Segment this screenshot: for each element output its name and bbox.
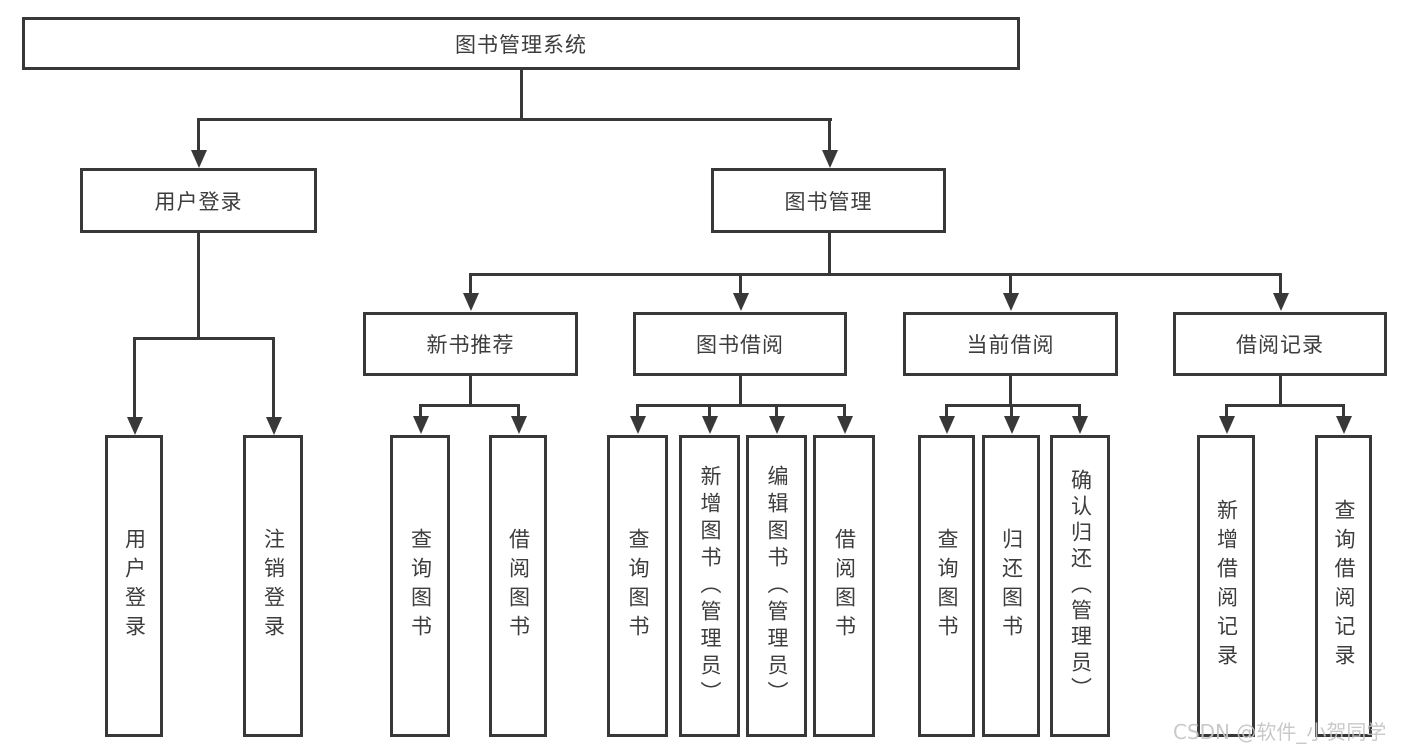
connector-login-bus xyxy=(133,337,275,340)
connector-current-bus xyxy=(945,404,1081,407)
arrow-to-leaf-borrow-borrow xyxy=(836,404,853,434)
leaf-query-books-current: 查询图书 xyxy=(918,435,975,737)
connector-root-bus xyxy=(197,118,832,121)
arrow-to-leaf-add-book xyxy=(701,404,718,434)
leaf-return-book: 归还图书 xyxy=(982,435,1040,737)
connector-newbook-bus xyxy=(419,404,520,407)
connector-records-bus xyxy=(1225,404,1344,407)
arrow-to-current-borrow xyxy=(1002,273,1019,311)
arrow-to-book-management xyxy=(821,118,838,168)
arrow-to-leaf-logout xyxy=(265,337,282,435)
leaf-logout: 注销登录 xyxy=(243,435,303,737)
leaf-edit-book-admin: 编辑图书（管理员） xyxy=(746,435,807,737)
csdn-watermark: CSDN @软件_小贺同学 xyxy=(1173,720,1387,744)
connector-mgmt-bus xyxy=(469,273,1282,276)
connector-root-stem xyxy=(520,69,523,120)
leaf-query-books-borrow: 查询图书 xyxy=(607,435,668,737)
arrow-to-leaf-add-record xyxy=(1218,404,1235,434)
arrow-to-leaf-confirm-return xyxy=(1071,404,1088,434)
connector-current-stem xyxy=(1009,376,1012,407)
leaf-borrow-books-borrow: 借阅图书 xyxy=(813,435,875,737)
node-book-management: 图书管理 xyxy=(711,168,946,233)
leaf-add-book-admin: 新增图书（管理员） xyxy=(679,435,740,737)
leaf-confirm-return-admin: 确认归还（管理员） xyxy=(1050,435,1110,737)
arrow-to-leaf-query-record xyxy=(1335,404,1352,434)
connector-borrow-bus xyxy=(636,404,845,407)
leaf-query-books-newbook: 查询图书 xyxy=(390,435,450,737)
node-current-borrow: 当前借阅 xyxy=(903,312,1118,376)
node-borrow-records: 借阅记录 xyxy=(1173,312,1387,376)
arrow-to-user-login xyxy=(190,118,207,168)
connector-newbook-stem xyxy=(469,376,472,407)
connector-login-stem xyxy=(197,233,200,340)
arrow-to-new-book-recommend xyxy=(462,273,479,311)
leaf-borrow-books-newbook: 借阅图书 xyxy=(489,435,547,737)
arrow-to-leaf-user-login xyxy=(126,337,143,435)
arrow-to-leaf-query-borrow xyxy=(629,404,646,434)
arrow-to-leaf-edit-book xyxy=(768,404,785,434)
arrow-to-leaf-borrow-newbook xyxy=(510,404,527,434)
connector-records-stem xyxy=(1279,376,1282,407)
node-new-book-recommend: 新书推荐 xyxy=(363,312,578,376)
leaf-user-login: 用户登录 xyxy=(105,435,163,737)
arrow-to-borrow-records xyxy=(1272,273,1289,311)
arrow-to-leaf-query-current xyxy=(938,404,955,434)
leaf-add-borrow-record: 新增借阅记录 xyxy=(1197,435,1255,737)
node-root-library-system: 图书管理系统 xyxy=(22,17,1020,70)
connector-mgmt-stem xyxy=(828,233,831,276)
leaf-query-borrow-record: 查询借阅记录 xyxy=(1315,435,1372,737)
arrow-to-book-borrow xyxy=(732,273,749,311)
arrow-to-leaf-query-newbook xyxy=(412,404,429,434)
arrow-to-leaf-return-book xyxy=(1003,404,1020,434)
node-book-borrow: 图书借阅 xyxy=(633,312,847,376)
node-user-login: 用户登录 xyxy=(80,168,317,233)
connector-borrow-stem xyxy=(739,376,742,407)
